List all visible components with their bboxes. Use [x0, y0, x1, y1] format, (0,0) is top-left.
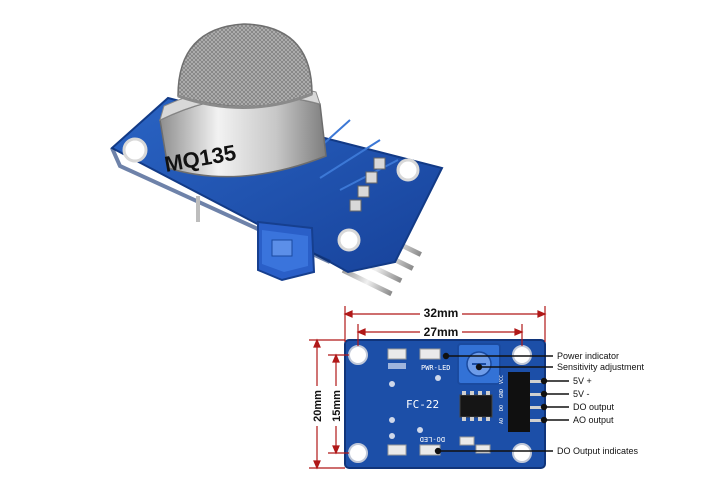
callout-labels: Power indicator Sensitivity adjustment 5… — [557, 351, 645, 456]
silkscreen-do-led: DO-LED — [420, 435, 445, 443]
mount-hole-photo — [396, 158, 420, 182]
callout-leaders — [434, 352, 569, 455]
dim-height-holes: 15mm — [331, 390, 343, 422]
dim-width-holes: 27mm — [424, 325, 459, 339]
board-diagram: VCC GND DO AO PWR-LED FC-22 DO-LED — [309, 305, 645, 470]
pin-header: VCC GND DO AO — [499, 372, 544, 432]
callout-power-indicator: Power indicator — [557, 351, 619, 361]
dim-width-outer: 32mm — [424, 306, 459, 320]
pin-label-ao: AO — [499, 418, 505, 424]
mount-hole-photo — [337, 228, 361, 252]
mount-hole — [348, 443, 368, 463]
comparator-ic — [459, 391, 493, 421]
mount-hole-photo — [122, 137, 148, 163]
callout-sensitivity: Sensitivity adjustment — [557, 362, 645, 372]
pin-label-gnd: GND — [499, 389, 505, 398]
callout-do-indicates: DO Output indicates — [557, 446, 639, 456]
callout-ao: AO output — [573, 415, 614, 425]
mount-hole — [348, 345, 368, 365]
pin-label-do: DO — [499, 405, 505, 411]
mount-hole — [512, 443, 532, 463]
silkscreen-model: FC-22 — [406, 398, 439, 411]
sensor-photo: MQ135 — [110, 23, 444, 297]
callout-vcc: 5V + — [573, 376, 592, 386]
dimension-labels: 32mm 27mm 20mm 15mm — [309, 305, 462, 426]
dim-height-outer: 20mm — [312, 390, 324, 422]
sensor-can: MQ135 — [159, 23, 327, 222]
callout-gnd: 5V - — [573, 389, 590, 399]
silkscreen-pwr-led: PWR-LED — [421, 364, 451, 372]
mount-hole — [512, 345, 532, 365]
solder-pads — [349, 157, 386, 212]
pin-label-vcc: VCC — [499, 375, 505, 384]
potentiometer-photo — [257, 220, 316, 282]
callout-do: DO output — [573, 402, 615, 412]
